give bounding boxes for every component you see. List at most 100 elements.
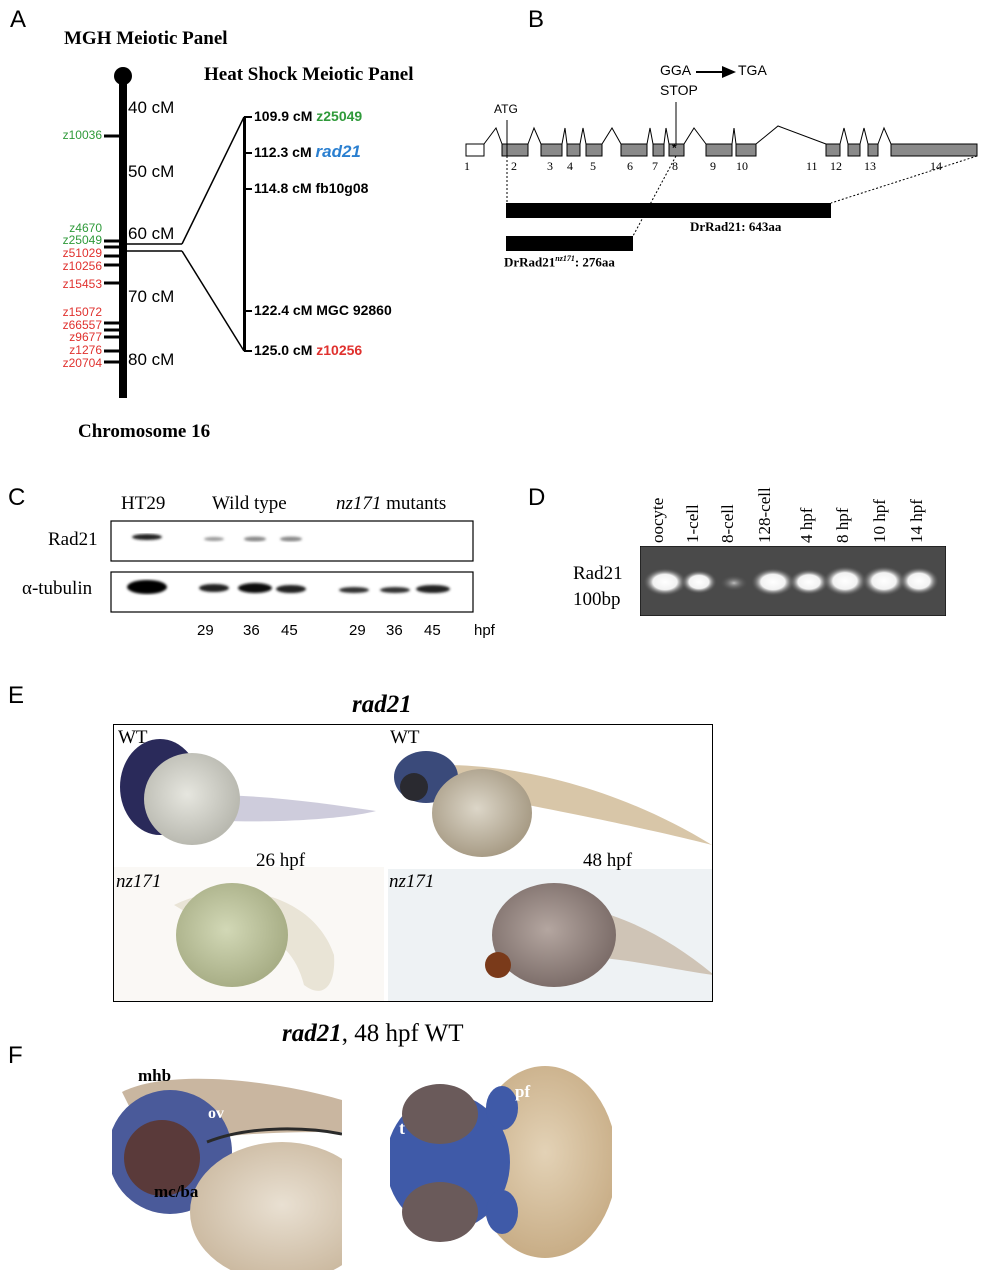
interval-marker-pos: 114.8 cM [254,180,312,196]
gene-structure-diagram [465,66,978,251]
embryo-eye [400,773,428,801]
lane-128-cell: 128-cell [755,487,774,543]
marker-z10036: z10036 [62,128,102,142]
intron [601,127,622,145]
interval-marker-pos: 109.9 cM [254,108,313,124]
anno-mc-ba: mc/ba [154,1182,199,1201]
panel-d-label: D [528,484,546,511]
intron [483,126,503,145]
embryo-yolk [176,883,288,987]
marker-z10256: z10256 [62,259,102,273]
midline [206,1127,342,1144]
atg-label: ATG [494,102,518,116]
gel-band-8-hpf [823,566,867,596]
label-26-hpf: 26 hpf [256,850,306,871]
embryo-tail [209,795,376,822]
cm-tick-50: 50 cM [128,162,175,181]
timepoint-wt-45: 45 [281,622,298,639]
intron [663,127,670,145]
left-eye [402,1084,478,1144]
chromosome-bar [119,76,127,398]
exon-number-3: 3 [547,159,553,173]
panel-f-gene: rad21 [282,1020,342,1047]
marker-z20704: z20704 [62,356,102,370]
lane-4-hpf: 4 hpf [797,507,816,543]
label-nz171-26: nz171 [116,871,162,892]
yolk [190,1142,342,1270]
stop-star: * [672,141,677,155]
lane-8-cell: 8-cell [718,504,737,543]
exon-1 [465,143,485,157]
exon-12 [847,143,861,157]
exon-number-12: 12 [830,159,842,173]
marker-z15072: z15072 [62,305,102,319]
exon-11 [825,143,841,157]
lane-group-ht29: HT29 [121,493,166,514]
panel-f-condition: , 48 hpf WT [341,1020,464,1047]
mutation-arrowhead [722,66,736,78]
lateral-view-image [112,1062,342,1270]
interval-marker-name: MGC 92860 [316,302,392,318]
marker-z9677: z9677 [69,330,102,344]
cm-tick-60: 60 cM [128,224,175,243]
pectoral-fin-stain [486,1190,518,1234]
timepoint-unit: hpf [474,622,495,639]
exon-14 [890,143,978,157]
mutation-codon-original: GGA [660,62,692,78]
embryo-yolk [492,883,616,987]
protein-bar-wt [506,203,831,218]
label-wt-48: WT [390,727,420,748]
chromosome-map [104,67,252,398]
embryo-eye [485,952,511,978]
mutant-allele-name: nz171 [336,493,382,514]
gel-band-14-hpf [899,567,939,595]
label-nz171-48: nz171 [389,871,435,892]
marker-z4670: z4670 [69,221,102,235]
intron [646,127,654,145]
marker-z15453: z15453 [62,277,102,291]
chromosome-label: Chromosome 16 [78,421,211,442]
exon-number-2: 2 [511,159,517,173]
exon-10 [735,143,757,157]
cm-tick-40: 40 cM [128,98,175,117]
rt-pcr-gel [640,546,946,616]
protein-wt-label: DrRad21: 643aa [690,219,782,234]
gel-band-8-cell [720,575,748,591]
exon-9 [705,143,733,157]
exon-13 [867,143,879,157]
ish-image-frame [113,724,713,1002]
intron [877,126,892,145]
gel-row-label-rad21: Rad21 [573,563,623,584]
interval-ticks [244,116,252,352]
pectoral-fin-stain [486,1086,518,1130]
row-label-tubulin: α-tubulin [22,578,93,599]
panel-e-title: rad21 [352,691,412,718]
exon-number-6: 6 [627,159,633,173]
lane-14-hpf: 14 hpf [907,499,926,543]
gel-band-4-hpf [789,569,829,595]
projection-line [632,155,677,237]
anno-pf: pf [515,1082,531,1101]
mutants-word: mutants [386,493,447,514]
lane-group-wild-type: Wild type [212,493,287,514]
exon-number-14: 14 [930,159,942,173]
anno-mhb: mhb [138,1066,172,1085]
protein-mutant-label: DrRad21nz171: 276aa [504,254,615,270]
marker-z25049: z25049 [62,233,102,247]
heat-shock-panel-title: Heat Shock Meiotic Panel [204,64,414,85]
lane-oocyte: oocyte [648,497,667,543]
exon-6 [620,143,648,157]
panel-f-label: F [8,1042,23,1069]
anno-t: t [399,1118,405,1138]
interval-marker-name: z25049 [316,108,363,124]
interval-marker-name: fb10g08 [315,180,369,196]
row-label-rad21: Rad21 [48,529,98,550]
tubulin-bands [127,580,450,594]
embryo-yolk [144,753,240,845]
right-eye [402,1182,478,1242]
timepoint-wt-29: 29 [197,622,214,639]
exon-number-11: 11 [806,159,818,173]
intron [683,127,707,145]
interval-marker-4: 122.4 cM MGC 92860 [254,302,392,318]
interval-marker-pos: 122.4 cM [254,302,313,318]
